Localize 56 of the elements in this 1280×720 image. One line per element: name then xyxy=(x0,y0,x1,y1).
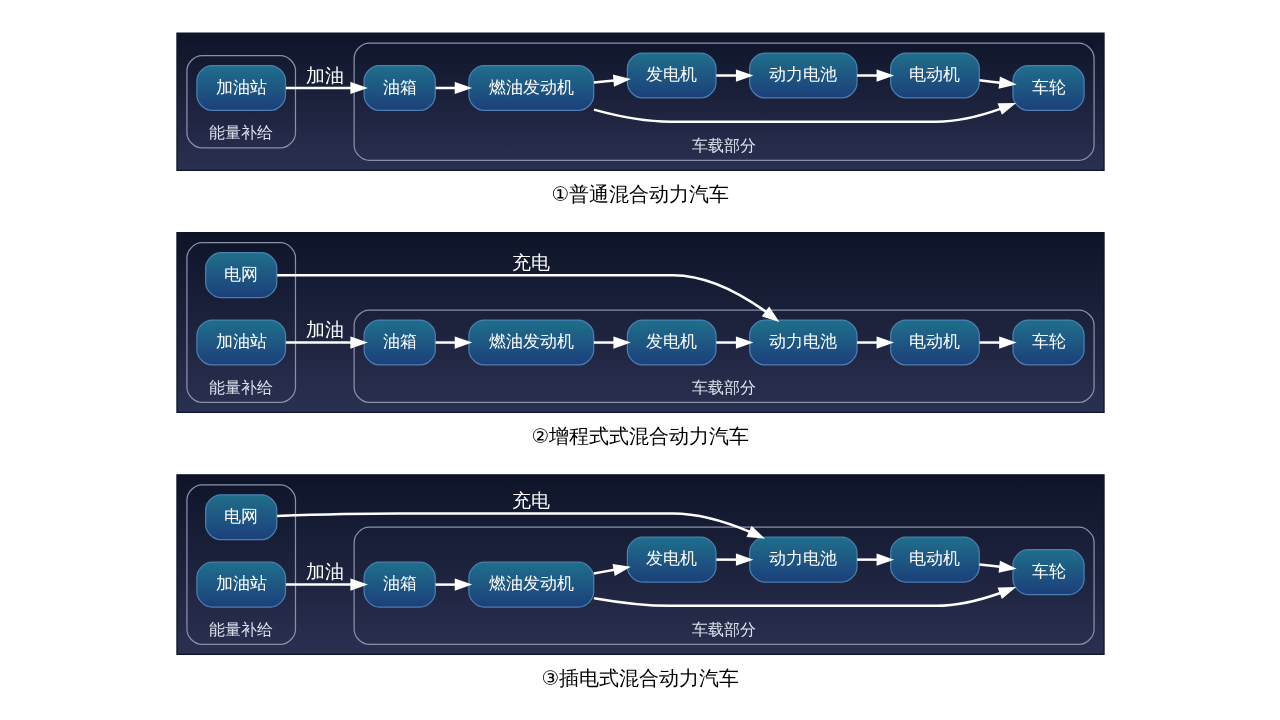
edge-label: 加油 xyxy=(305,64,344,86)
arrow xyxy=(856,336,894,349)
node-box: 动力电池 xyxy=(748,52,858,99)
arrow xyxy=(978,76,1017,89)
node-box: 油箱 xyxy=(363,561,436,608)
edge-label: 加油 xyxy=(305,319,344,341)
arrow xyxy=(276,273,779,322)
node-box: 加油站 xyxy=(195,64,286,112)
cluster xyxy=(175,474,1105,656)
arrow xyxy=(593,74,631,87)
arrow xyxy=(285,336,368,349)
arrow xyxy=(593,587,1016,608)
arrow xyxy=(978,336,1017,349)
node-box: 车轮 xyxy=(1011,319,1085,366)
arrow xyxy=(285,578,368,591)
edge-label: 加油 xyxy=(305,561,344,583)
arrow xyxy=(978,560,1017,573)
node-box: 电动机 xyxy=(889,536,980,583)
node-box: 燃油发动机 xyxy=(467,319,594,366)
arrow xyxy=(593,563,631,576)
node-box: 发电机 xyxy=(626,536,717,583)
node-box: 电网 xyxy=(204,252,277,299)
node-box: 车轮 xyxy=(1011,64,1085,112)
node-box: 电动机 xyxy=(889,52,980,99)
node-box: 燃油发动机 xyxy=(467,561,594,608)
cluster xyxy=(175,232,1105,414)
arrow xyxy=(715,69,753,82)
arrow xyxy=(276,512,765,539)
arrow xyxy=(715,553,753,566)
node-box: 燃油发动机 xyxy=(467,64,594,112)
node-box: 车轮 xyxy=(1011,549,1085,596)
node-box: 发电机 xyxy=(626,52,717,99)
cluster xyxy=(175,32,1105,171)
node-box: 动力电池 xyxy=(748,319,858,366)
arrow xyxy=(715,336,753,349)
arrow xyxy=(593,336,631,349)
arrow xyxy=(435,81,472,95)
arrow xyxy=(435,336,472,349)
arrow xyxy=(285,81,368,95)
node-box: 加油站 xyxy=(195,561,286,608)
edge-label: 充电 xyxy=(511,490,550,512)
node-box: 电网 xyxy=(204,494,277,541)
node-label: ③插电式混合动力汽车 xyxy=(541,666,739,691)
arrow xyxy=(593,102,1016,123)
arrow xyxy=(856,69,894,82)
node-label: ②增程式式混合动力汽车 xyxy=(531,424,749,449)
node-box: 发电机 xyxy=(626,319,717,366)
node-box: 油箱 xyxy=(363,319,436,366)
edge-label: 充电 xyxy=(511,251,550,273)
node-box: 电动机 xyxy=(889,319,980,366)
node-box: 油箱 xyxy=(363,64,436,112)
node-label: ①普通混合动力汽车 xyxy=(551,182,729,207)
node-box: 动力电池 xyxy=(748,536,858,583)
arrow xyxy=(856,553,894,566)
arrow xyxy=(435,578,472,591)
node-box: 加油站 xyxy=(195,319,286,366)
